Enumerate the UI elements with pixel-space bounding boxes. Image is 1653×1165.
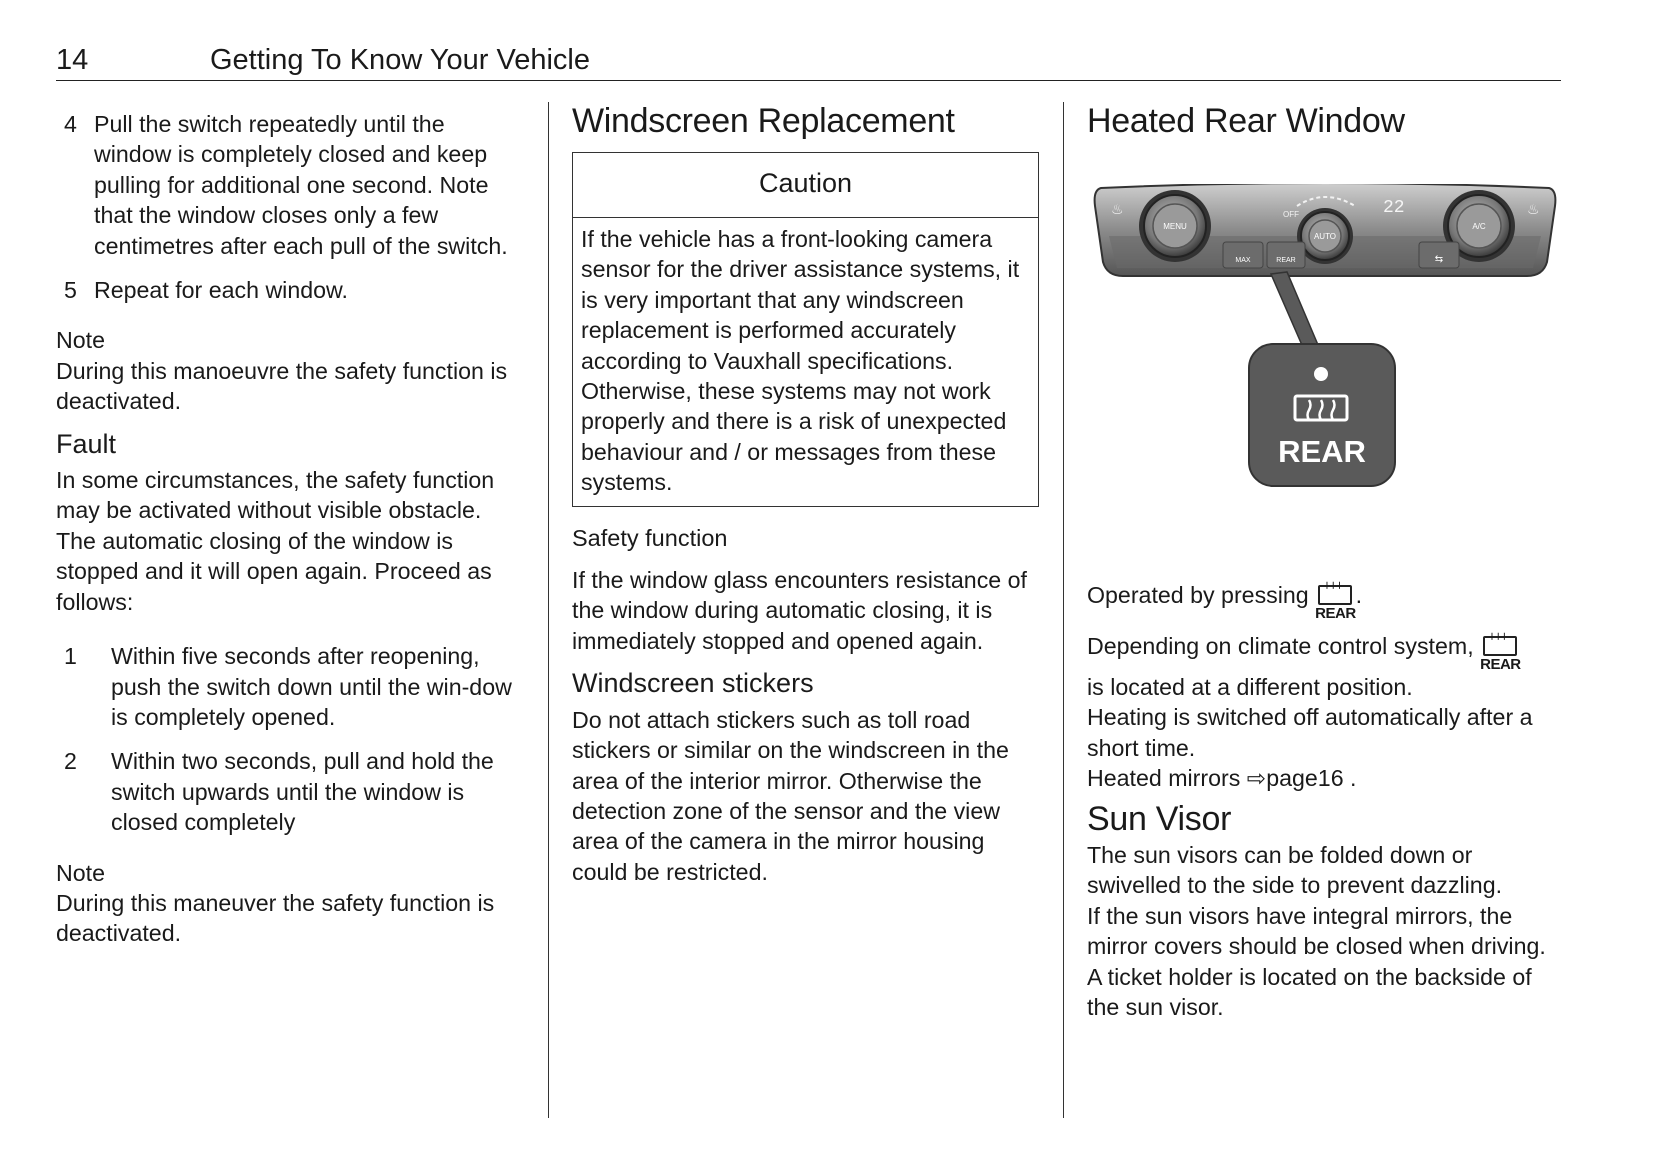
page-header: 14 Getting To Know Your Vehicle <box>56 40 1561 81</box>
operated-text: Operated by pressing REAR. <box>1087 580 1563 621</box>
heated-mirrors-text: Heated mirrors ⇨page16 . <box>1087 765 1357 792</box>
rear-window-heater-icon: REAR <box>1315 583 1356 621</box>
rear-small-button: REAR <box>1276 257 1295 264</box>
step-text: Repeat for each window. <box>94 277 348 304</box>
position-text: is located at a different position. <box>1087 674 1413 700</box>
off-label: OFF <box>1283 210 1299 219</box>
step-number: 4 <box>64 111 77 137</box>
seat-heat-icon: ♨ <box>1527 202 1540 218</box>
note-label: Note <box>56 327 105 354</box>
sun-visor-heading: Sun Visor <box>1087 799 1232 838</box>
heating-text: Heating is switched off automatically af… <box>1087 704 1533 761</box>
step-text: Pull the switch repeatedly until the win… <box>94 111 508 259</box>
step-text: Within five seconds after reopening, pus… <box>111 643 512 730</box>
column-divider <box>1063 102 1064 1118</box>
heated-rear-window-heading: Heated Rear Window <box>1087 102 1405 140</box>
list-item: 5 Repeat for each window. <box>56 275 521 305</box>
rear-window-heater-icon: REAR <box>1480 634 1521 672</box>
windscreen-stickers-heading: Windscreen stickers <box>572 668 814 699</box>
caution-box: Caution If the vehicle has a front-looki… <box>572 152 1039 507</box>
fault-heading: Fault <box>56 428 117 459</box>
seat-heat-icon: ♨ <box>1111 202 1124 218</box>
note-label: Note <box>56 859 105 886</box>
windscreen-stickers-text: Do not attach stickers such as toll road… <box>572 706 1009 885</box>
list-item: 2 Within two seconds, pull and hold the … <box>56 746 521 837</box>
note-text: During this manoeuvre the safety functio… <box>56 357 508 415</box>
chapter-title: Getting To Know Your Vehicle <box>210 44 590 76</box>
climate-control-panel-illustration: MENU AUTO A/C OFF 22 ♨ ♨ MAX REAR ⇆ <box>1093 184 1557 487</box>
sun-visor-text-2: If the sun visors have integral mirrors,… <box>1087 902 1546 960</box>
step-text: Within two seconds, pull and hold the sw… <box>111 748 494 836</box>
fault-text: In some circumstances, the safety functi… <box>56 467 495 615</box>
list-item: 4 Pull the switch repeatedly until the w… <box>56 109 521 261</box>
ac-label: A/C <box>1472 222 1486 231</box>
menu-label: MENU <box>1163 222 1187 231</box>
sun-visor-text-3: A ticket holder is located on the backsi… <box>1087 963 1532 1021</box>
safety-function-heading: Safety function <box>572 524 728 551</box>
list-item: 1 Within five seconds after reopening, p… <box>56 641 521 732</box>
page-number: 14 <box>56 44 89 76</box>
indicator-dot <box>1314 367 1328 381</box>
rear-callout-label: REAR <box>1278 434 1366 469</box>
step-number: 2 <box>64 748 77 775</box>
max-defrost-button: MAX <box>1235 257 1251 264</box>
safety-function-text: If the window glass encounters resistanc… <box>572 567 1027 654</box>
step-number: 5 <box>64 277 77 304</box>
column-left: 4 Pull the switch repeatedly until the w… <box>56 109 521 949</box>
auto-label: AUTO <box>1314 232 1336 241</box>
caution-title: Caution <box>573 153 1038 218</box>
caution-text: If the vehicle has a front-looking camer… <box>581 226 1020 496</box>
page-reference-link[interactable]: ⇨page16 . <box>1246 765 1357 792</box>
note-text: During this maneuver the safety function… <box>56 889 495 947</box>
recirculation-icon: ⇆ <box>1435 254 1443 265</box>
depending-text: Depending on climate control system, REA… <box>1087 631 1563 672</box>
column-right: Heated Rear Window MENU AUTO <box>1087 102 1563 1022</box>
column-divider <box>548 102 549 1118</box>
windscreen-replacement-heading: Windscreen Replacement <box>572 102 955 140</box>
step-number: 1 <box>64 643 77 670</box>
sun-visor-text-1: The sun visors can be folded down or swi… <box>1087 842 1503 899</box>
column-middle: Windscreen Replacement Caution If the ve… <box>572 102 1039 887</box>
temperature-display: 22 <box>1383 198 1405 218</box>
rear-window-heater-icon <box>1293 394 1349 422</box>
